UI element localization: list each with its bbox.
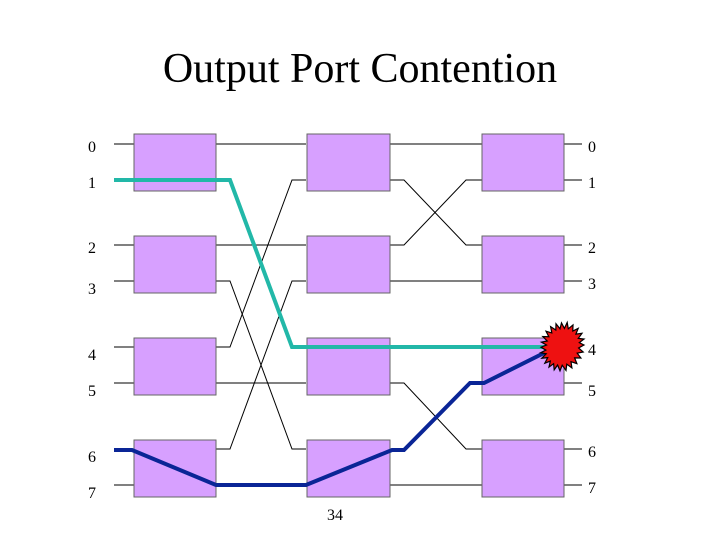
slide-title: Output Port Contention xyxy=(163,46,557,92)
output-labels: 0 1 2 3 4 5 6 7 xyxy=(588,139,596,497)
blue-path xyxy=(114,345,557,487)
output-label: 3 xyxy=(588,276,596,293)
switch-box xyxy=(306,235,391,294)
switch-box xyxy=(306,133,391,192)
switch-box xyxy=(481,235,565,294)
switch-box xyxy=(133,235,217,294)
output-label: 5 xyxy=(588,383,596,400)
output-label: 4 xyxy=(588,342,596,359)
output-label: 2 xyxy=(588,240,596,257)
input-label: 2 xyxy=(88,240,96,257)
wire xyxy=(390,179,482,246)
output-label: 1 xyxy=(588,175,596,192)
input-label: 0 xyxy=(88,139,96,156)
input-label: 5 xyxy=(88,383,96,400)
switch-box xyxy=(133,133,217,192)
switch-box xyxy=(306,439,391,498)
input-label: 6 xyxy=(88,449,96,466)
switch-box xyxy=(481,439,565,498)
input-label: 3 xyxy=(88,281,96,298)
output-label: 0 xyxy=(588,139,596,156)
wires xyxy=(114,143,582,486)
output-label: 6 xyxy=(588,444,596,461)
wire xyxy=(390,179,482,246)
input-labels: 0 1 2 3 4 5 6 7 xyxy=(88,139,96,502)
output-label: 7 xyxy=(588,480,596,497)
switches xyxy=(133,133,565,498)
input-label: 4 xyxy=(88,347,96,364)
input-label: 7 xyxy=(88,485,96,502)
switch-box xyxy=(133,337,217,396)
slide-number: 34 xyxy=(327,507,343,524)
collision-burst-icon xyxy=(538,320,586,373)
teal-path xyxy=(114,178,556,349)
wire xyxy=(216,280,306,450)
input-label: 1 xyxy=(88,175,96,192)
switch-box xyxy=(481,133,565,192)
